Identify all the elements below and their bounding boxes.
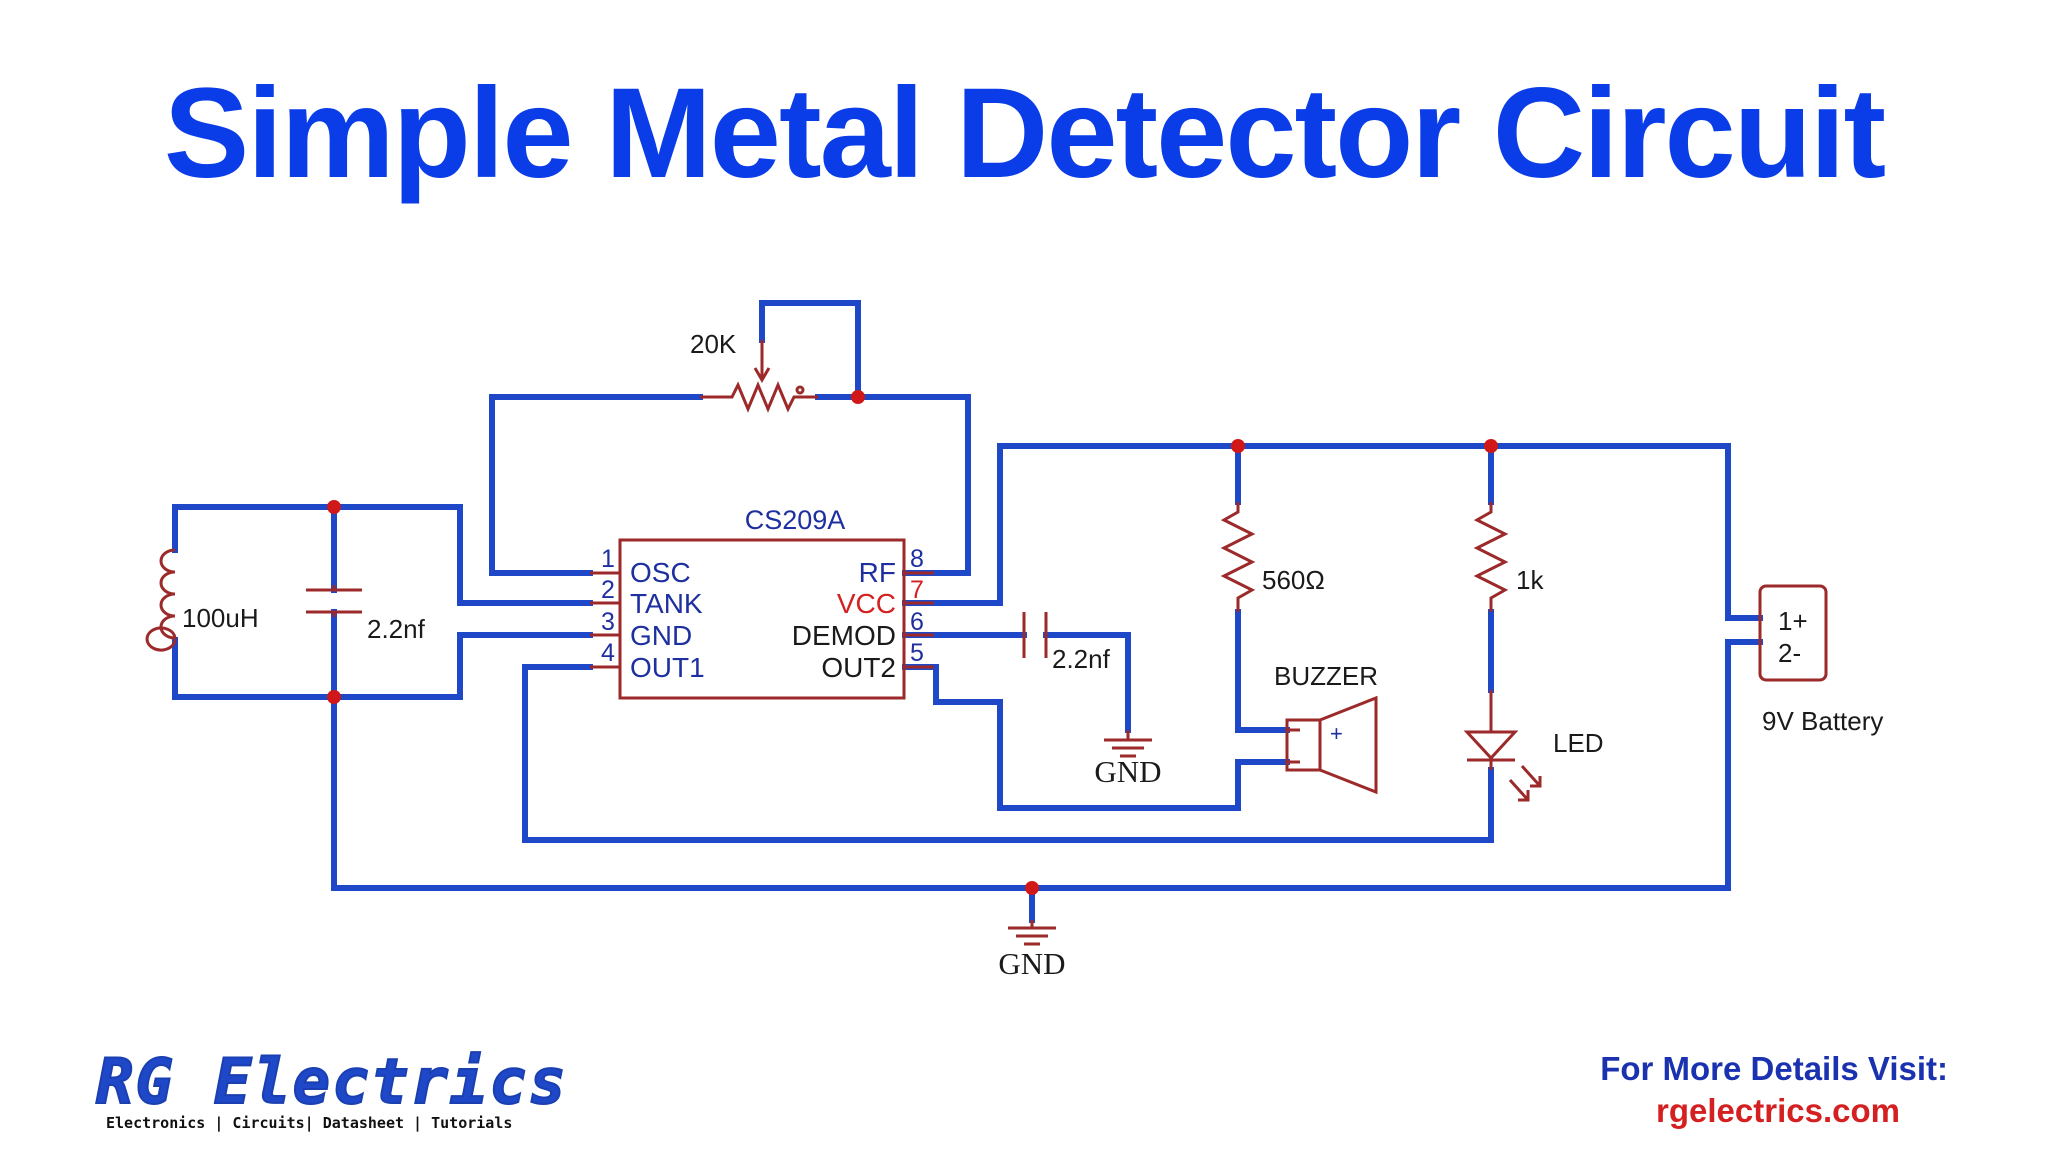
battery-minus-label: 2- [1778, 638, 1801, 668]
ic-pin-label: OUT1 [630, 652, 705, 683]
ic-pin-stubs [590, 571, 934, 669]
battery-plus-label: 1+ [1778, 606, 1808, 636]
ic-pin-number: 2 [601, 576, 615, 604]
buzzer-leads [1287, 728, 1300, 764]
potentiometer-wiper [753, 340, 771, 383]
brand-logo: RG Electrics [95, 1044, 568, 1119]
buzzer-horn [1319, 695, 1378, 795]
wire-demod-gnd [1043, 632, 1131, 733]
brand-tagline: Electronics | Circuits| Datasheet | Tuto… [106, 1114, 513, 1132]
resistor-1k [1473, 502, 1509, 612]
wire-r560-buzzer [1235, 609, 1290, 733]
ic-pin-label: OUT2 [821, 652, 896, 683]
ic-pin-number: 3 [601, 608, 615, 636]
ic-pin-label: RF [859, 557, 896, 588]
ic-pin-number: 5 [910, 639, 924, 667]
junction-dot [1484, 439, 1498, 453]
junctions [327, 390, 1498, 895]
labels: CS209A 1 2 3 4 OSC TANK GND OUT1 8 7 6 5… [182, 329, 1883, 981]
ic-pin-number: 4 [601, 639, 615, 667]
gnd-main-label: GND [998, 946, 1065, 981]
inductor-coil [145, 548, 177, 652]
resistor-1k-label: 1k [1516, 565, 1544, 595]
resistor-560-label: 560Ω [1262, 565, 1325, 595]
visit-url[interactable]: rgelectrics.com [1656, 1092, 1900, 1129]
components [145, 340, 1828, 946]
wire-out1-led [522, 664, 1494, 843]
ic-pin-number: 7 [910, 576, 924, 604]
wires [172, 300, 1763, 923]
battery-label: 9V Battery [1762, 706, 1883, 736]
buzzer-plus-label: + [1330, 721, 1343, 746]
ic-pin-label: DEMOD [792, 620, 896, 651]
buzzer-label: BUZZER [1274, 661, 1378, 691]
junction-dot [327, 500, 341, 514]
wire-tank-top [172, 504, 593, 606]
ic-pin-number: 6 [910, 608, 924, 636]
ic-name: CS209A [745, 505, 846, 535]
wire-tank-bottom [172, 632, 593, 700]
wire-vcc-rail [902, 443, 1763, 621]
ic-pin-label: VCC [837, 588, 896, 619]
wire-pot-wiper [759, 300, 861, 400]
wire-out2-buzzer [902, 664, 1290, 811]
gnd-demod-label: GND [1094, 754, 1161, 789]
junction-dot [1025, 881, 1039, 895]
potentiometer-body [700, 381, 818, 413]
page-title: Simple Metal Detector Circuit [163, 62, 1886, 205]
resistor-560 [1220, 502, 1256, 612]
ic-pin-number: 8 [910, 545, 924, 573]
demod-capacitor [1022, 612, 1048, 658]
led-label: LED [1553, 728, 1604, 758]
battery-body [1758, 584, 1828, 682]
led-triangle [1463, 730, 1519, 761]
wire-pot-rf [815, 394, 971, 576]
demod-capacitor-label: 2.2nf [1052, 644, 1111, 674]
led-bar [1467, 690, 1515, 770]
junction-dot [327, 690, 341, 704]
visit-label: For More Details Visit: [1600, 1050, 1948, 1087]
junction-dot [851, 390, 865, 404]
wire-ground-bus [331, 639, 1763, 891]
ic-pin-label: GND [630, 620, 692, 651]
wire-osc-pot [489, 394, 703, 576]
inductor-label: 100uH [182, 603, 259, 633]
led-arrows [1508, 764, 1542, 802]
potentiometer-end [795, 385, 805, 395]
ground-symbol-demod [1104, 730, 1152, 758]
tank-capacitor-label: 2.2nf [367, 614, 426, 644]
tank-capacitor [306, 585, 362, 617]
ground-symbol-main [1008, 920, 1056, 946]
ic-pin-label: TANK [630, 588, 703, 619]
ic-body [618, 538, 906, 700]
junction-dot [1231, 439, 1245, 453]
potentiometer-label: 20K [690, 329, 737, 359]
ic-pin-label: OSC [630, 557, 691, 588]
ic-pin-number: 1 [601, 545, 615, 573]
